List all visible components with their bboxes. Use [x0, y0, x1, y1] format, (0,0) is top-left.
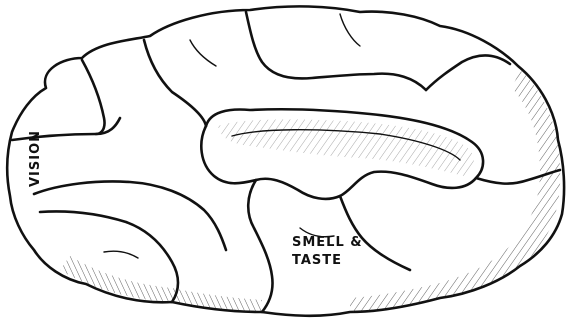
smell-taste-label: SMELL & TASTE: [292, 234, 363, 270]
vision-label: VISION: [24, 126, 48, 190]
taste-label-line: TASTE: [292, 252, 363, 270]
smell-label-line: SMELL &: [292, 234, 363, 252]
